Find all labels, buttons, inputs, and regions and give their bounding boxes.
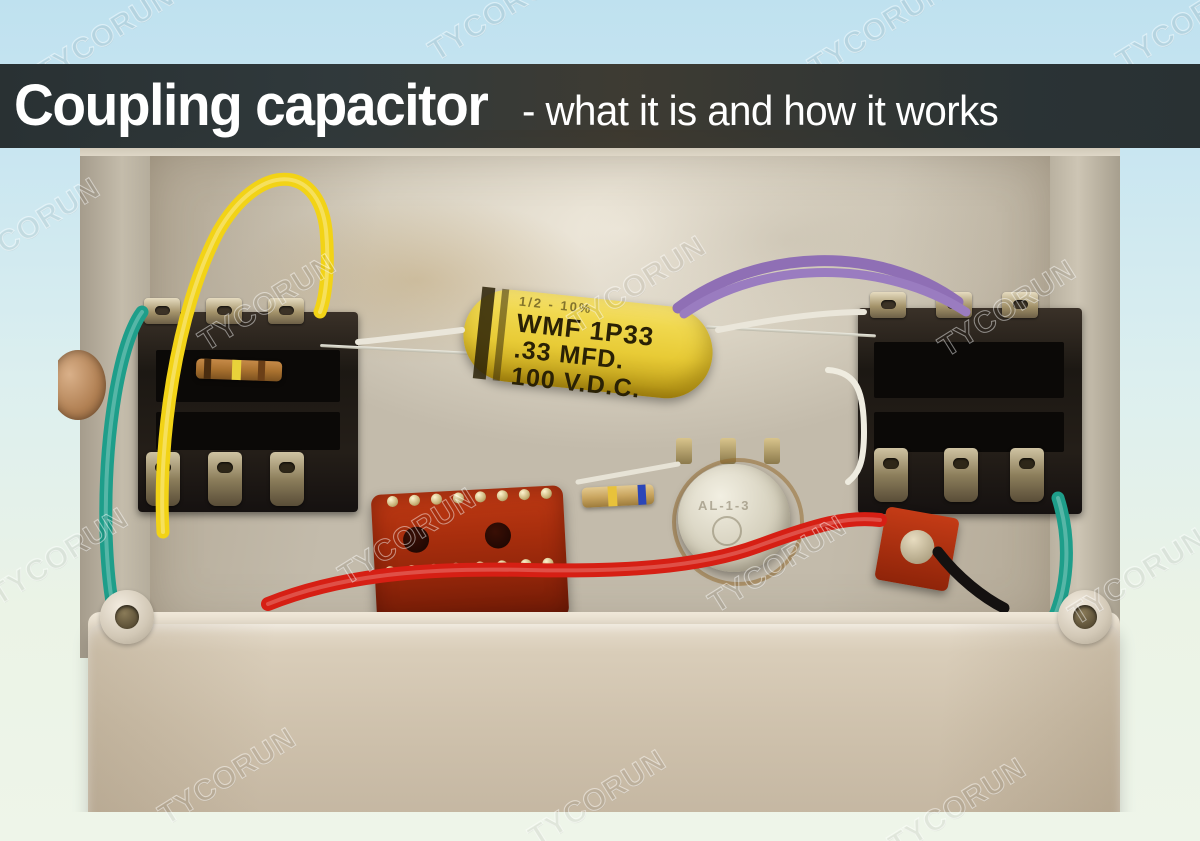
terminal-lug <box>944 448 978 502</box>
screw-boss-right <box>1058 590 1112 644</box>
screw-head <box>1073 605 1097 629</box>
screw-boss-left <box>100 590 154 644</box>
white-wire-right <box>715 309 867 333</box>
wiring-overlay <box>99 172 1073 639</box>
terminal-lug <box>874 448 908 502</box>
terminal-lug <box>206 298 242 324</box>
white-wire-right-hook <box>825 367 868 485</box>
purple-wire-2 <box>679 268 971 319</box>
terminal-lug <box>870 292 906 318</box>
black-wire <box>932 546 1010 614</box>
potentiometer-embossed-text: AL-1-3 <box>698 498 751 513</box>
circuit-photo: 1/2 - 10% WMF 1P33 .33 MFD. 100 V.D.C. <box>58 12 1142 812</box>
screw-head <box>115 605 139 629</box>
terminal-lug <box>1002 292 1038 318</box>
terminal-lug <box>144 298 180 324</box>
terminal-lug <box>1010 448 1044 502</box>
red-wire <box>261 512 887 611</box>
white-wire <box>355 327 465 345</box>
white-wire-pot <box>575 461 681 485</box>
purple-wire <box>672 255 964 314</box>
terminal-lug <box>268 298 304 324</box>
page-title: Coupling capacitor <box>14 73 489 138</box>
yellow-wire <box>155 172 334 539</box>
enclosure-front-wall <box>88 624 1120 812</box>
terminal-lug <box>208 452 242 506</box>
title-banner: Coupling capacitor - what it is and how … <box>0 64 1200 148</box>
terminal-lug <box>270 452 304 506</box>
cable-bushing <box>58 350 106 420</box>
page-subtitle: - what it is and how it works <box>522 87 999 134</box>
